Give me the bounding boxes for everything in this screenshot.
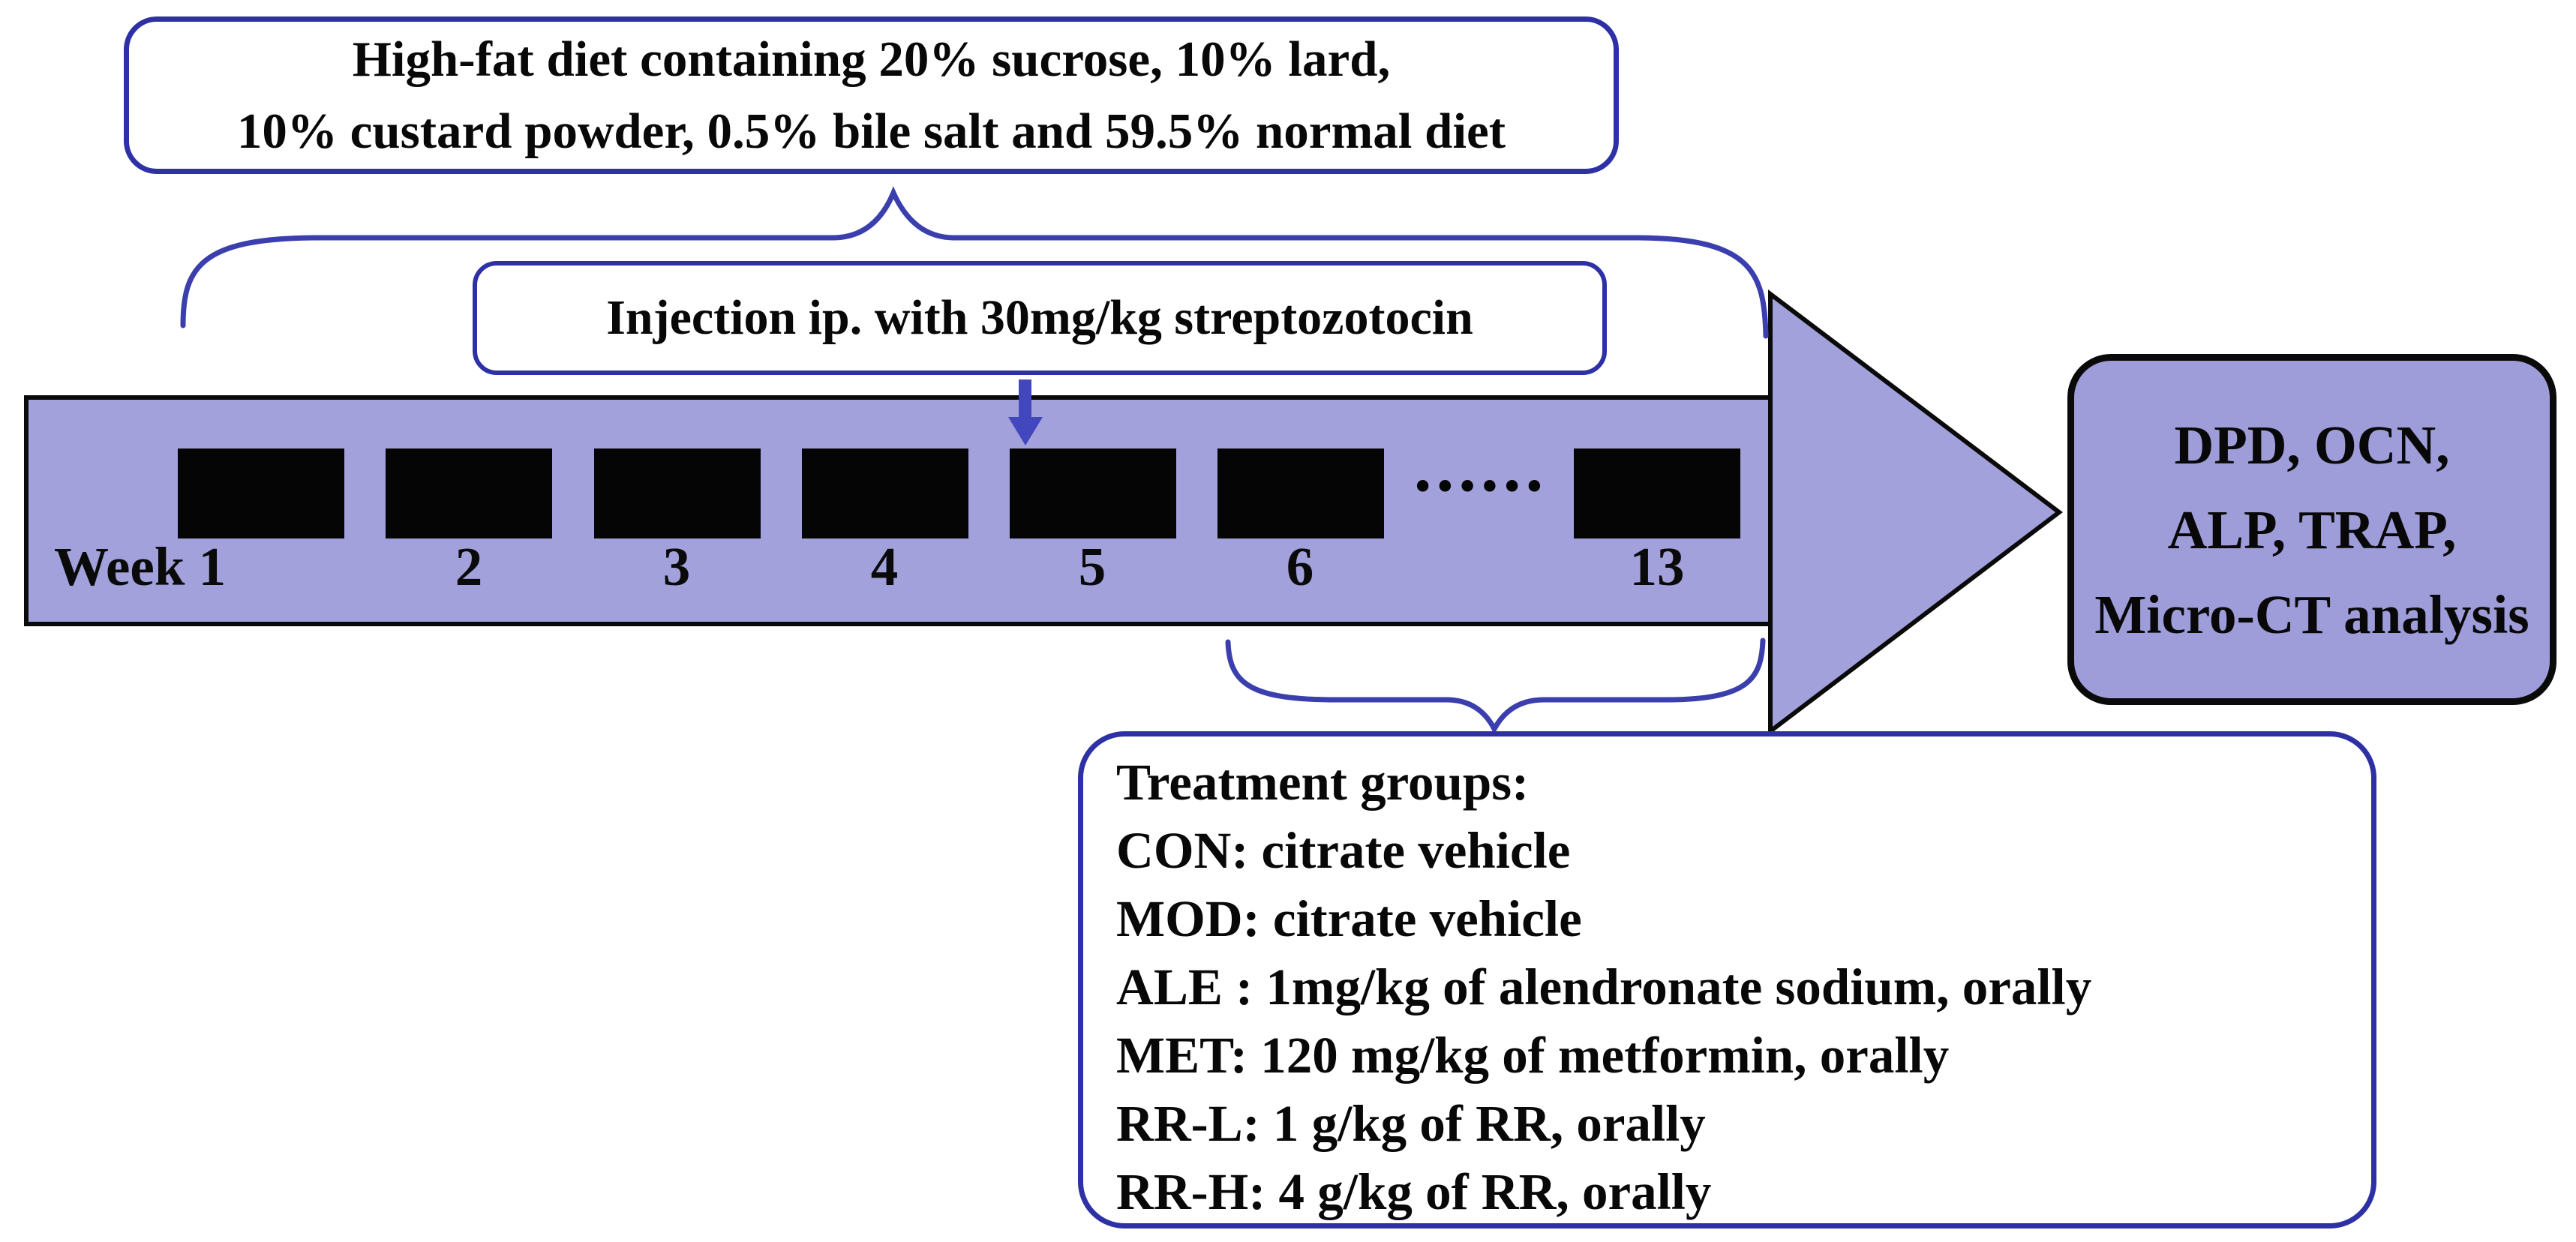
treatment-groups-title: Treatment groups:: [1116, 754, 1530, 811]
week-block: [386, 448, 552, 538]
week-label: 3: [662, 536, 691, 597]
analysis-box: DPD, OCN, ALP, TRAP, Micro-CT analysis: [2067, 354, 2556, 705]
treatment-group-rrh: RR-H: 4 g/kg of RR, orally: [1116, 1163, 1712, 1220]
week-block: [1010, 448, 1176, 538]
week-block: [802, 448, 968, 538]
week-block: [178, 448, 344, 538]
treatment-group-mod: MOD: citrate vehicle: [1116, 890, 1582, 947]
upper-brace: [180, 186, 1769, 339]
week-label: 4: [870, 536, 899, 597]
treatment-group-rrl: RR-L: 1 g/kg of RR, orally: [1116, 1095, 1706, 1152]
week-label: 2: [455, 536, 483, 597]
analysis-text: DPD, OCN, ALP, TRAP, Micro-CT analysis: [2094, 414, 2529, 645]
treatment-group-met: MET: 120 mg/kg of metformin, orally: [1116, 1027, 1950, 1084]
timeline-ellipsis: ......: [1413, 427, 1548, 506]
week-label: Week 1: [54, 536, 227, 597]
injection-text: Injection ip. with 30mg/kg streptozotoci…: [606, 290, 1473, 345]
week-block: [1574, 448, 1740, 538]
week-label: 6: [1286, 536, 1314, 597]
week-block: [1217, 448, 1384, 538]
week-block: [594, 448, 761, 538]
injection-arrow: [1008, 380, 1043, 446]
timeline-arrowhead: [1768, 289, 2063, 736]
high-fat-diet-text: High-fat diet containing 20% sucrose, 10…: [236, 32, 1506, 159]
treatment-groups-box: Treatment groups: CON: citrate vehicle M…: [1078, 731, 2376, 1228]
high-fat-diet-box: High-fat diet containing 20% sucrose, 10…: [124, 16, 1619, 174]
week-label: 5: [1078, 536, 1106, 597]
week-label: 13: [1629, 536, 1685, 597]
week-blocks: [178, 448, 1740, 538]
injection-box: Injection ip. with 30mg/kg streptozotoci…: [473, 261, 1607, 375]
treatment-group-ale: ALE : 1mg/kg of alendronate sodium, oral…: [1116, 958, 2092, 1016]
treatment-group-con: CON: citrate vehicle: [1116, 822, 1571, 879]
lower-brace: [1225, 638, 1766, 735]
